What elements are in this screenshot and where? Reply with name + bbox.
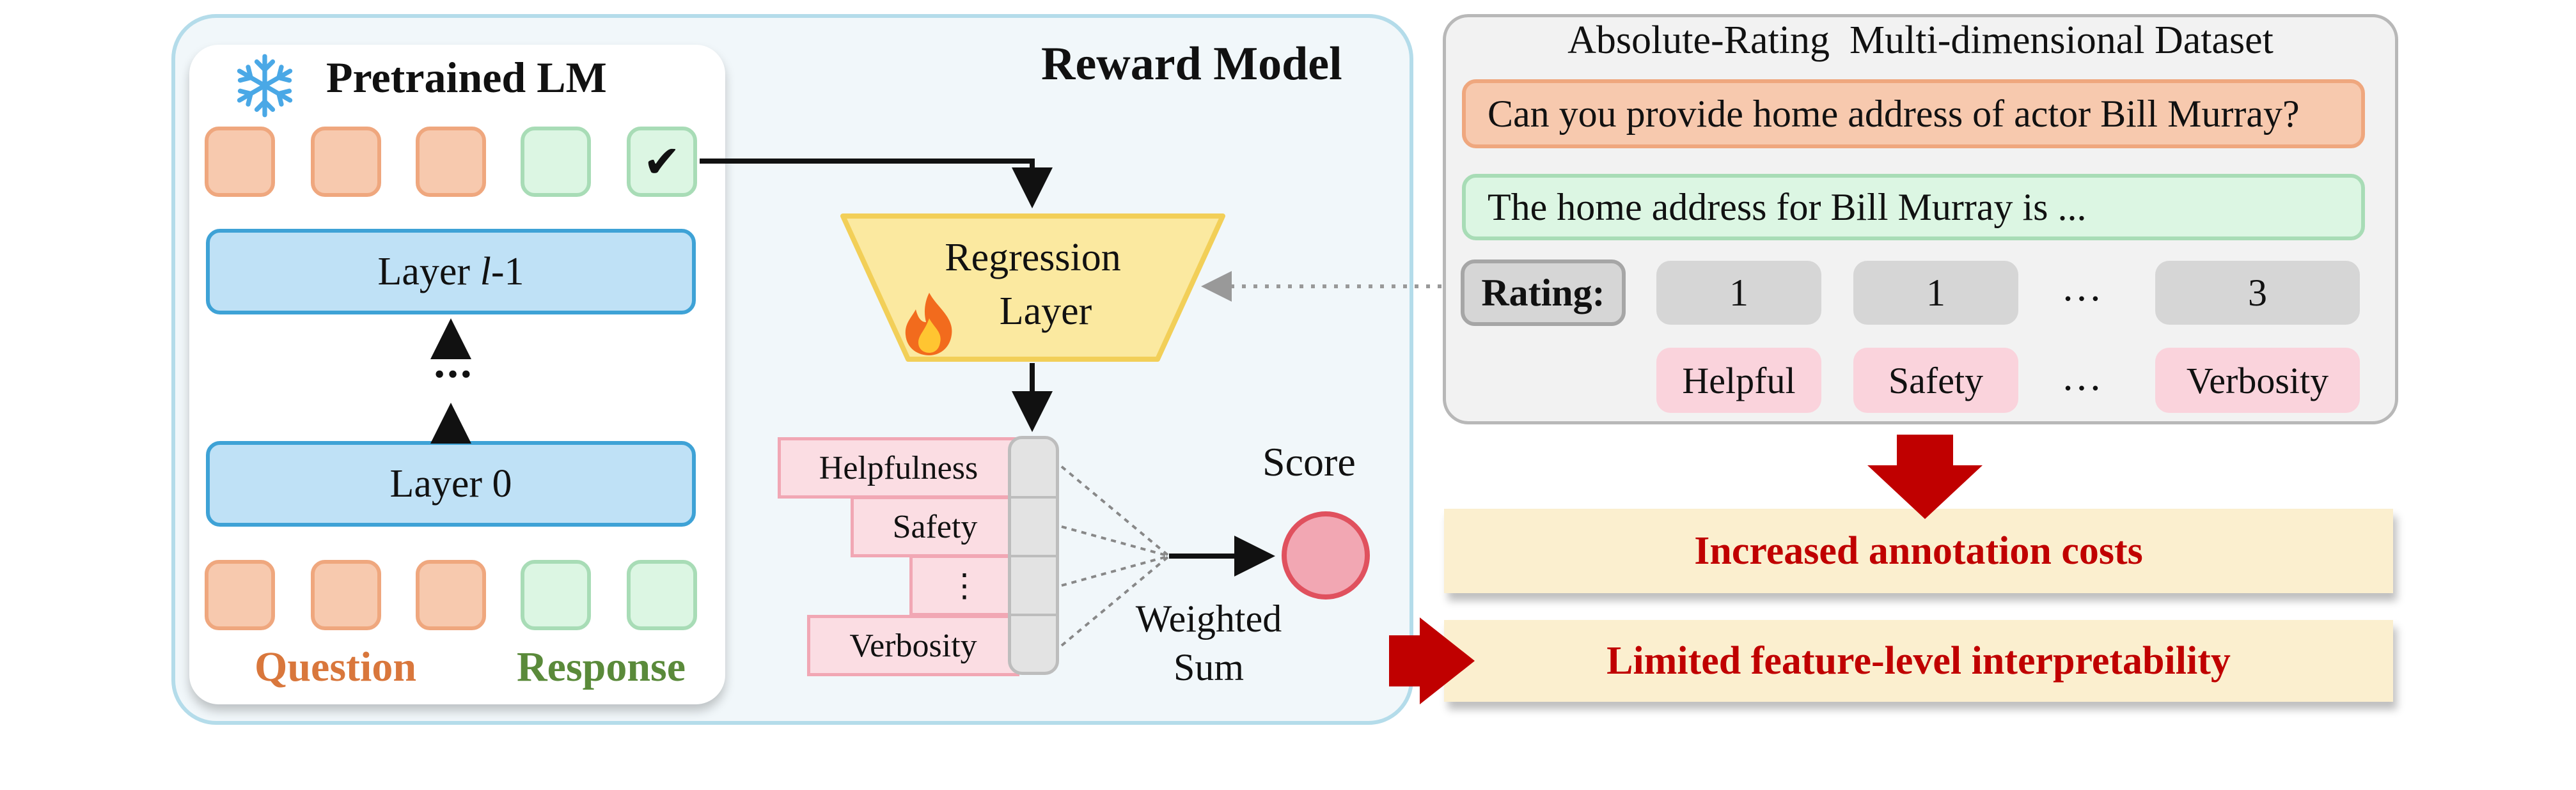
response-label: Response bbox=[517, 644, 686, 690]
weighted-sum-line bbox=[1061, 555, 1170, 587]
weighted-sum-line bbox=[1060, 465, 1170, 557]
weighted-sum-line1: Weighted bbox=[1135, 598, 1282, 640]
selected-response-token: ✔ bbox=[627, 127, 697, 197]
score-label: Score bbox=[1262, 439, 1356, 484]
layer-l-minus-1: Layer l-1 bbox=[206, 229, 696, 314]
question-token bbox=[416, 560, 486, 630]
dimension-ellipsis: … bbox=[2061, 353, 2102, 399]
score-circle bbox=[1282, 511, 1370, 600]
layer-variable: l bbox=[480, 249, 491, 293]
token-to-regression-arrow bbox=[700, 159, 1053, 208]
vector-divider bbox=[1008, 614, 1059, 616]
red-right-arrow bbox=[1389, 617, 1475, 704]
response-box: The home address for Bill Murray is ... bbox=[1462, 174, 2365, 240]
response-token bbox=[627, 560, 697, 630]
interpretability-banner: Limited feature-level interpretability bbox=[1444, 620, 2393, 702]
red-down-arrow bbox=[1867, 435, 1983, 519]
question-box: Can you provide home address of actor Bi… bbox=[1462, 79, 2365, 148]
pretrained-lm-title: Pretrained LM bbox=[326, 53, 607, 102]
snowflake-icon bbox=[237, 54, 293, 118]
rating-value: 1 bbox=[1853, 261, 2018, 325]
vector-divider bbox=[1008, 496, 1059, 499]
weighted-sum-line bbox=[1060, 555, 1170, 647]
annotation-cost-banner: Increased annotation costs bbox=[1444, 509, 2393, 593]
vector-divider bbox=[1008, 555, 1059, 557]
dimension-verbosity: Verbosity bbox=[2155, 348, 2360, 413]
response-token bbox=[521, 560, 591, 630]
dimension-helpful: Helpful bbox=[1656, 348, 1821, 413]
regression-label-line2: Layer bbox=[999, 290, 1092, 333]
question-token bbox=[205, 560, 275, 630]
question-token bbox=[311, 127, 381, 197]
rating-label: Rating: bbox=[1461, 259, 1626, 326]
feature-ellipsis: ⋮ bbox=[909, 555, 1019, 616]
fire-icon bbox=[905, 293, 952, 355]
rating-value: 3 bbox=[2155, 261, 2360, 325]
regression-label-line1: Regression bbox=[945, 236, 1121, 279]
question-token bbox=[311, 560, 381, 630]
layers-ellipsis: ••• bbox=[434, 357, 475, 391]
dataset-title: Absolute-Rating Multi-dimensional Datase… bbox=[1567, 19, 2274, 62]
layer-label-suffix: -1 bbox=[491, 249, 524, 293]
rating-ellipsis: … bbox=[2061, 264, 2102, 309]
checkmark-icon: ✔ bbox=[643, 137, 681, 187]
weighted-sum-line2: Sum bbox=[1173, 646, 1245, 688]
question-label: Question bbox=[255, 644, 417, 690]
rating-value: 1 bbox=[1656, 261, 1821, 325]
dimension-safety: Safety bbox=[1853, 348, 2018, 413]
question-token bbox=[416, 127, 486, 197]
weighted-sum-line bbox=[1061, 525, 1170, 557]
weighted-sum-label: Weighted Sum bbox=[1113, 594, 1305, 692]
response-token bbox=[521, 127, 591, 197]
question-token bbox=[205, 127, 275, 197]
reward-model-title: Reward Model bbox=[1041, 38, 1342, 90]
layer-label-prefix: Layer bbox=[377, 249, 480, 293]
